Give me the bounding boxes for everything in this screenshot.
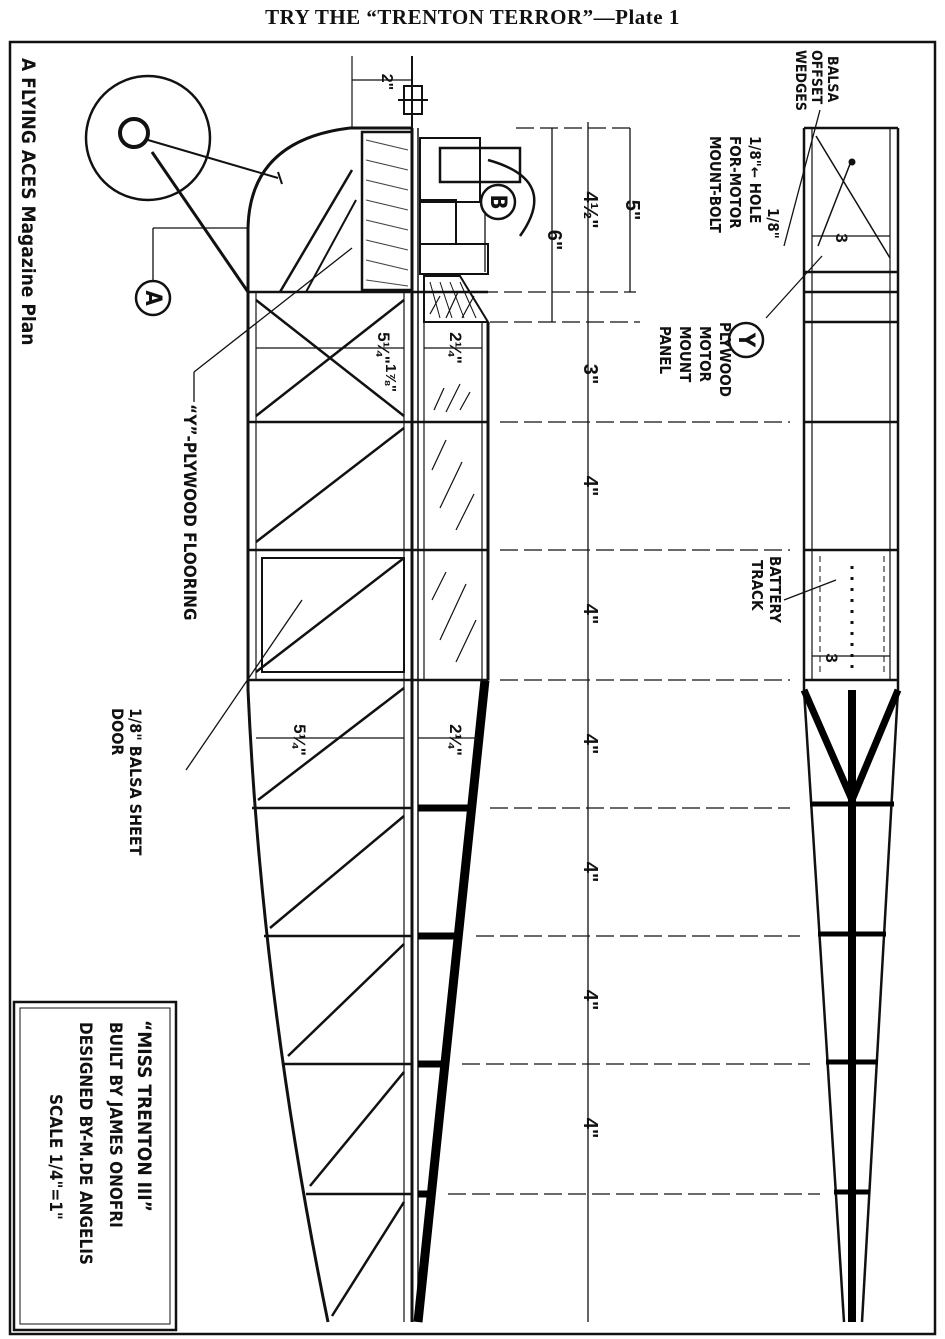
battery-label-1: BATTERY (766, 556, 784, 623)
dim-4in-e: 4" (579, 990, 601, 1011)
callout-b-circle (479, 183, 517, 221)
balsa-door-label-1: 1/8" BALSA SHEET (126, 708, 145, 856)
balsa-door-label-2: DOOR (108, 708, 127, 756)
title-block-box (12, 1000, 178, 1332)
callout-y-circle (727, 321, 765, 359)
plate-title: TRY THE “TRENTON TERROR”—Plate 1 (265, 5, 680, 29)
top-view (800, 126, 902, 1323)
hole-label-4: MOUNT-BOLT (706, 136, 724, 234)
hole-label-1: 1/8" (764, 208, 782, 239)
dim-2q-bottom: 2¼" (446, 724, 465, 756)
dim-5q-bottom: 5¼" (290, 724, 309, 756)
plywood-flooring-label: “Y”-PLYWOOD FLOORING (179, 404, 199, 621)
dim-5q-top: 5¼" (374, 332, 393, 364)
plywood-panel-label-1: PLYWOOD (716, 322, 734, 397)
title-block-line3: DESIGNED BY-M.DE ANGELIS (75, 1022, 95, 1265)
plan-border (8, 40, 937, 1336)
dim-4in-a: 4" (579, 476, 601, 497)
callout-a-circle (134, 279, 172, 317)
dim-6in: 6" (543, 230, 565, 251)
battery-label-2: TRACK (748, 560, 766, 611)
plywood-panel-label-2: MOTOR (696, 326, 714, 383)
callout-a-label: A (140, 290, 165, 306)
dim-4in-c: 4" (579, 734, 601, 755)
dim-4in-f: 4" (579, 1118, 601, 1139)
dim-2q-top: 2¼" (446, 332, 465, 364)
dim-3-top-view: 3 (832, 233, 851, 242)
dim-4in-b: 4" (579, 604, 601, 625)
title-block-line2: BUILT BY JAMES ONOFRI (105, 1022, 125, 1228)
side-label: A FLYING ACES Magazine Plan (17, 58, 39, 345)
hole-label-2: 1/8"← HOLE (746, 136, 764, 223)
landing-gear (84, 74, 283, 293)
wedges-label-3: WEDGES (792, 50, 808, 111)
callout-y-label: Y (733, 332, 758, 348)
dim-5in: 5" (621, 200, 643, 221)
dim-3-battery: 3 (822, 653, 841, 662)
dim-4in-d: 4" (579, 862, 601, 883)
title-block-line4: SCALE 1/4"=1" (45, 1094, 65, 1220)
dim-4-5in: 4½" (579, 191, 601, 228)
dim-2in: 2" (378, 74, 395, 90)
plywood-panel-label-4: PANEL (656, 326, 674, 374)
title-block-line1: “MISS TRENTON III” (133, 1020, 155, 1212)
plywood-panel-label-3: MOUNT (676, 326, 694, 383)
dimension-lines (152, 79, 890, 1322)
wedges-label-2: OFFSET (808, 50, 824, 105)
hole-label-3: FOR-MOTOR (726, 136, 744, 229)
side-view (246, 56, 536, 1323)
dim-3in: 3" (579, 364, 601, 385)
dim-1-7-8: 1⅞" (382, 364, 399, 392)
wedges-label-1: BALSA (824, 56, 840, 102)
callout-b-label: B (485, 194, 510, 209)
